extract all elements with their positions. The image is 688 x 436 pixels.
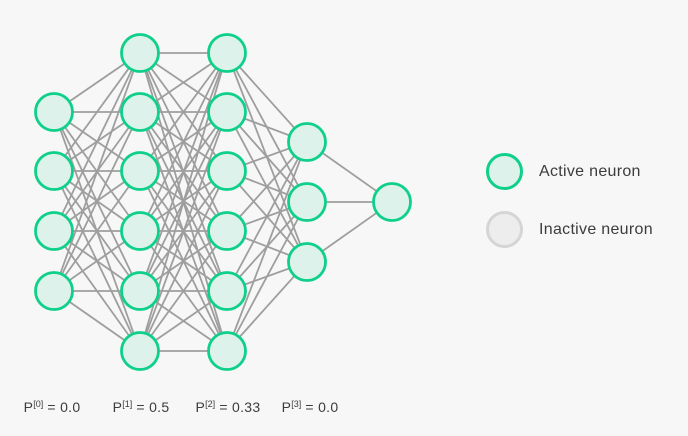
edge-1.5-2.3 — [139, 230, 228, 352]
prob-label-layer0: P[0] = 0.0 — [23, 399, 81, 415]
legend-label-inactive: Inactive neuron — [539, 220, 653, 238]
neuron-layer-1-hidden-1 — [120, 92, 160, 132]
edge-0.1-1.0 — [53, 52, 141, 172]
active-neuron-icon — [486, 153, 523, 190]
prob-label-layer2: P[2] = 0.33 — [195, 399, 261, 415]
edge-0.3-1.1 — [53, 111, 141, 292]
neuron-layer-2-hidden-2 — [207, 151, 247, 191]
neuron-layer-0-input-3 — [34, 271, 74, 311]
neuron-layer-2-hidden-4 — [207, 271, 247, 311]
neuron-layer-3-hidden-1 — [287, 182, 327, 222]
edge-2.4-3.0 — [226, 141, 308, 292]
neuron-layer-3-hidden-0 — [287, 122, 327, 162]
neuron-layer-1-hidden-3 — [120, 211, 160, 251]
legend-item-active: Active neuron — [486, 153, 653, 190]
edge-2.5-3.2 — [226, 261, 308, 352]
neuron-layer-1-hidden-0 — [120, 33, 160, 73]
edge-2.5-3.0 — [226, 141, 308, 352]
edge-0.3-1.2 — [53, 170, 141, 292]
edge-1.2-2.0 — [139, 52, 228, 172]
inactive-neuron-icon — [486, 211, 523, 248]
neuron-layer-0-input-1 — [34, 151, 74, 191]
legend: Active neuron Inactive neuron — [486, 153, 653, 248]
prob-label-layer1: P[1] = 0.5 — [112, 399, 170, 415]
neuron-layer-0-input-2 — [34, 211, 74, 251]
neuron-layer-3-hidden-2 — [287, 242, 327, 282]
edge-2.0-3.0 — [226, 52, 308, 143]
neuron-layer-0-input-0 — [34, 92, 74, 132]
neuron-layer-4-output-0 — [372, 182, 412, 222]
legend-item-inactive: Inactive neuron — [486, 211, 653, 248]
edge-0.3-1.0 — [53, 52, 141, 292]
edge-1.4-2.0 — [139, 52, 228, 292]
edge-0.2-1.0 — [53, 52, 141, 232]
edge-1.5-2.1 — [139, 111, 228, 352]
edge-2.3-3.0 — [226, 141, 308, 232]
neuron-layer-2-hidden-3 — [207, 211, 247, 251]
neuron-layer-1-hidden-5 — [120, 331, 160, 371]
neuron-layer-2-hidden-0 — [207, 33, 247, 73]
legend-label-active: Active neuron — [539, 162, 641, 180]
neuron-layer-2-hidden-5 — [207, 331, 247, 371]
edge-2.5-3.1 — [226, 201, 308, 352]
edge-1.3-2.0 — [139, 52, 228, 232]
neuron-layer-1-hidden-2 — [120, 151, 160, 191]
neuron-layer-2-hidden-1 — [207, 92, 247, 132]
neuron-layer-1-hidden-4 — [120, 271, 160, 311]
prob-label-layer3: P[3] = 0.0 — [281, 399, 339, 415]
edge-1.5-2.2 — [139, 170, 228, 352]
